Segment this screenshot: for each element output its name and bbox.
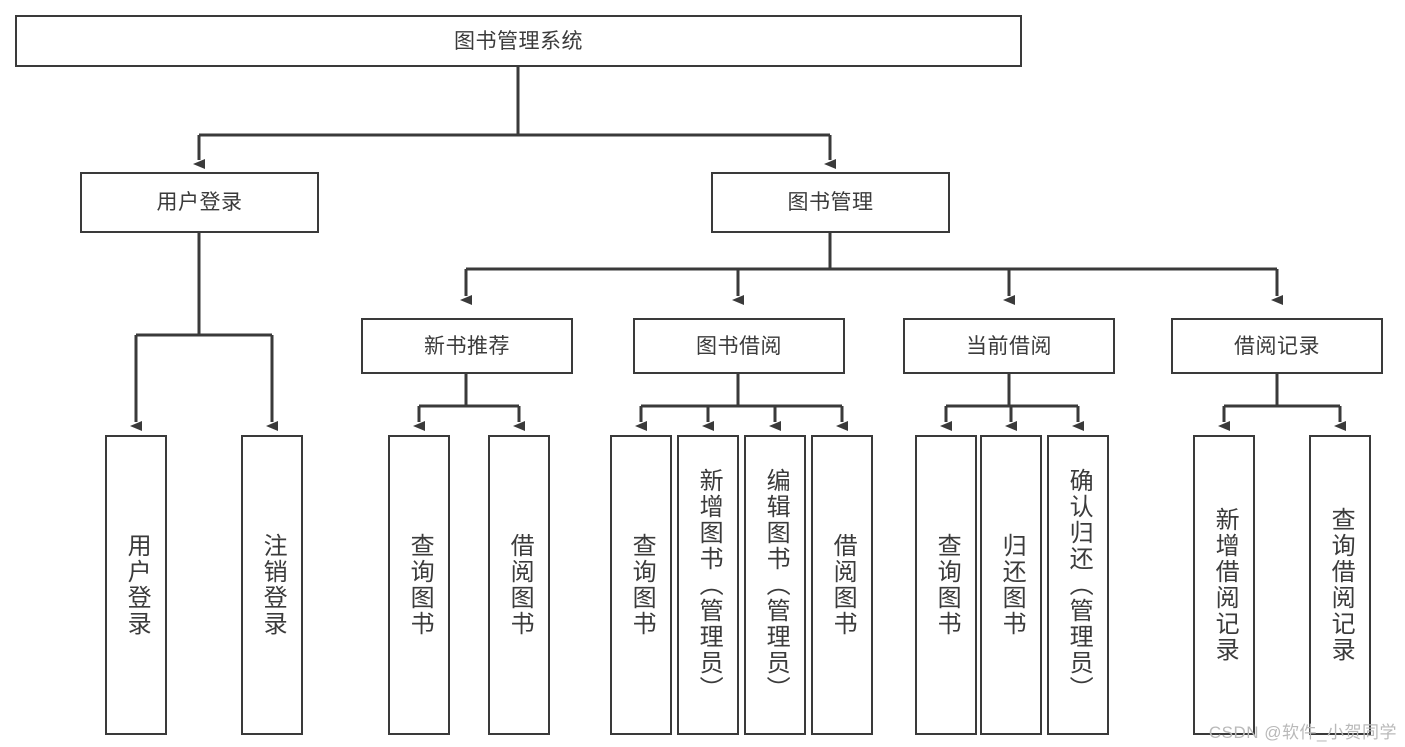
node-leaf-user-login[interactable]: 用户登录 [105,435,167,735]
node-leaf-edit-book[interactable]: 编辑图书（管理员） [744,435,806,735]
watermark-text: CSDN @软件_小贺同学 [1208,723,1397,742]
node-borrow-record-label: 借阅记录 [1234,334,1320,358]
node-book-manage[interactable]: 图书管理 [711,172,950,233]
node-leaf-add-record-label: 新增借阅记录 [1211,507,1239,663]
node-leaf-borrow-book-2[interactable]: 借阅图书 [811,435,873,735]
node-borrow-record[interactable]: 借阅记录 [1171,318,1383,374]
node-leaf-borrow-book-2-label: 借阅图书 [829,533,857,637]
node-user-login-label: 用户登录 [156,191,243,214]
node-book-borrow[interactable]: 图书借阅 [633,318,845,374]
node-leaf-borrow-book-1-label: 借阅图书 [506,533,534,637]
node-leaf-query-book-1-label: 查询图书 [406,533,434,637]
node-new-book-rec-label: 新书推荐 [424,334,510,358]
node-leaf-query-book-2[interactable]: 查询图书 [610,435,672,735]
node-leaf-confirm-return-label: 确认归还（管理员） [1065,468,1093,702]
node-root-label: 图书管理系统 [454,29,583,53]
node-leaf-confirm-return[interactable]: 确认归还（管理员） [1047,435,1109,735]
node-leaf-add-book[interactable]: 新增图书（管理员） [677,435,739,735]
node-leaf-logout[interactable]: 注销登录 [241,435,303,735]
node-leaf-borrow-book-1[interactable]: 借阅图书 [488,435,550,735]
node-leaf-query-book-3-label: 查询图书 [933,533,961,637]
node-leaf-query-book-1[interactable]: 查询图书 [388,435,450,735]
node-book-manage-label: 图书管理 [787,191,874,214]
node-leaf-return-book-label: 归还图书 [998,533,1026,637]
node-leaf-query-book-3[interactable]: 查询图书 [915,435,977,735]
node-leaf-user-login-label: 用户登录 [123,533,151,637]
node-current-borrow-label: 当前借阅 [966,334,1052,358]
node-leaf-logout-label: 注销登录 [259,533,287,637]
node-leaf-add-book-label: 新增图书（管理员） [695,468,723,702]
node-leaf-query-record-label: 查询借阅记录 [1327,507,1355,663]
node-leaf-add-record[interactable]: 新增借阅记录 [1193,435,1255,735]
node-book-borrow-label: 图书借阅 [696,334,782,358]
node-leaf-query-record[interactable]: 查询借阅记录 [1309,435,1371,735]
node-new-book-rec[interactable]: 新书推荐 [361,318,573,374]
node-current-borrow[interactable]: 当前借阅 [903,318,1115,374]
node-leaf-query-book-2-label: 查询图书 [628,533,656,637]
node-leaf-return-book[interactable]: 归还图书 [980,435,1042,735]
node-user-login[interactable]: 用户登录 [80,172,319,233]
node-root[interactable]: 图书管理系统 [15,15,1022,67]
node-leaf-edit-book-label: 编辑图书（管理员） [762,468,790,702]
